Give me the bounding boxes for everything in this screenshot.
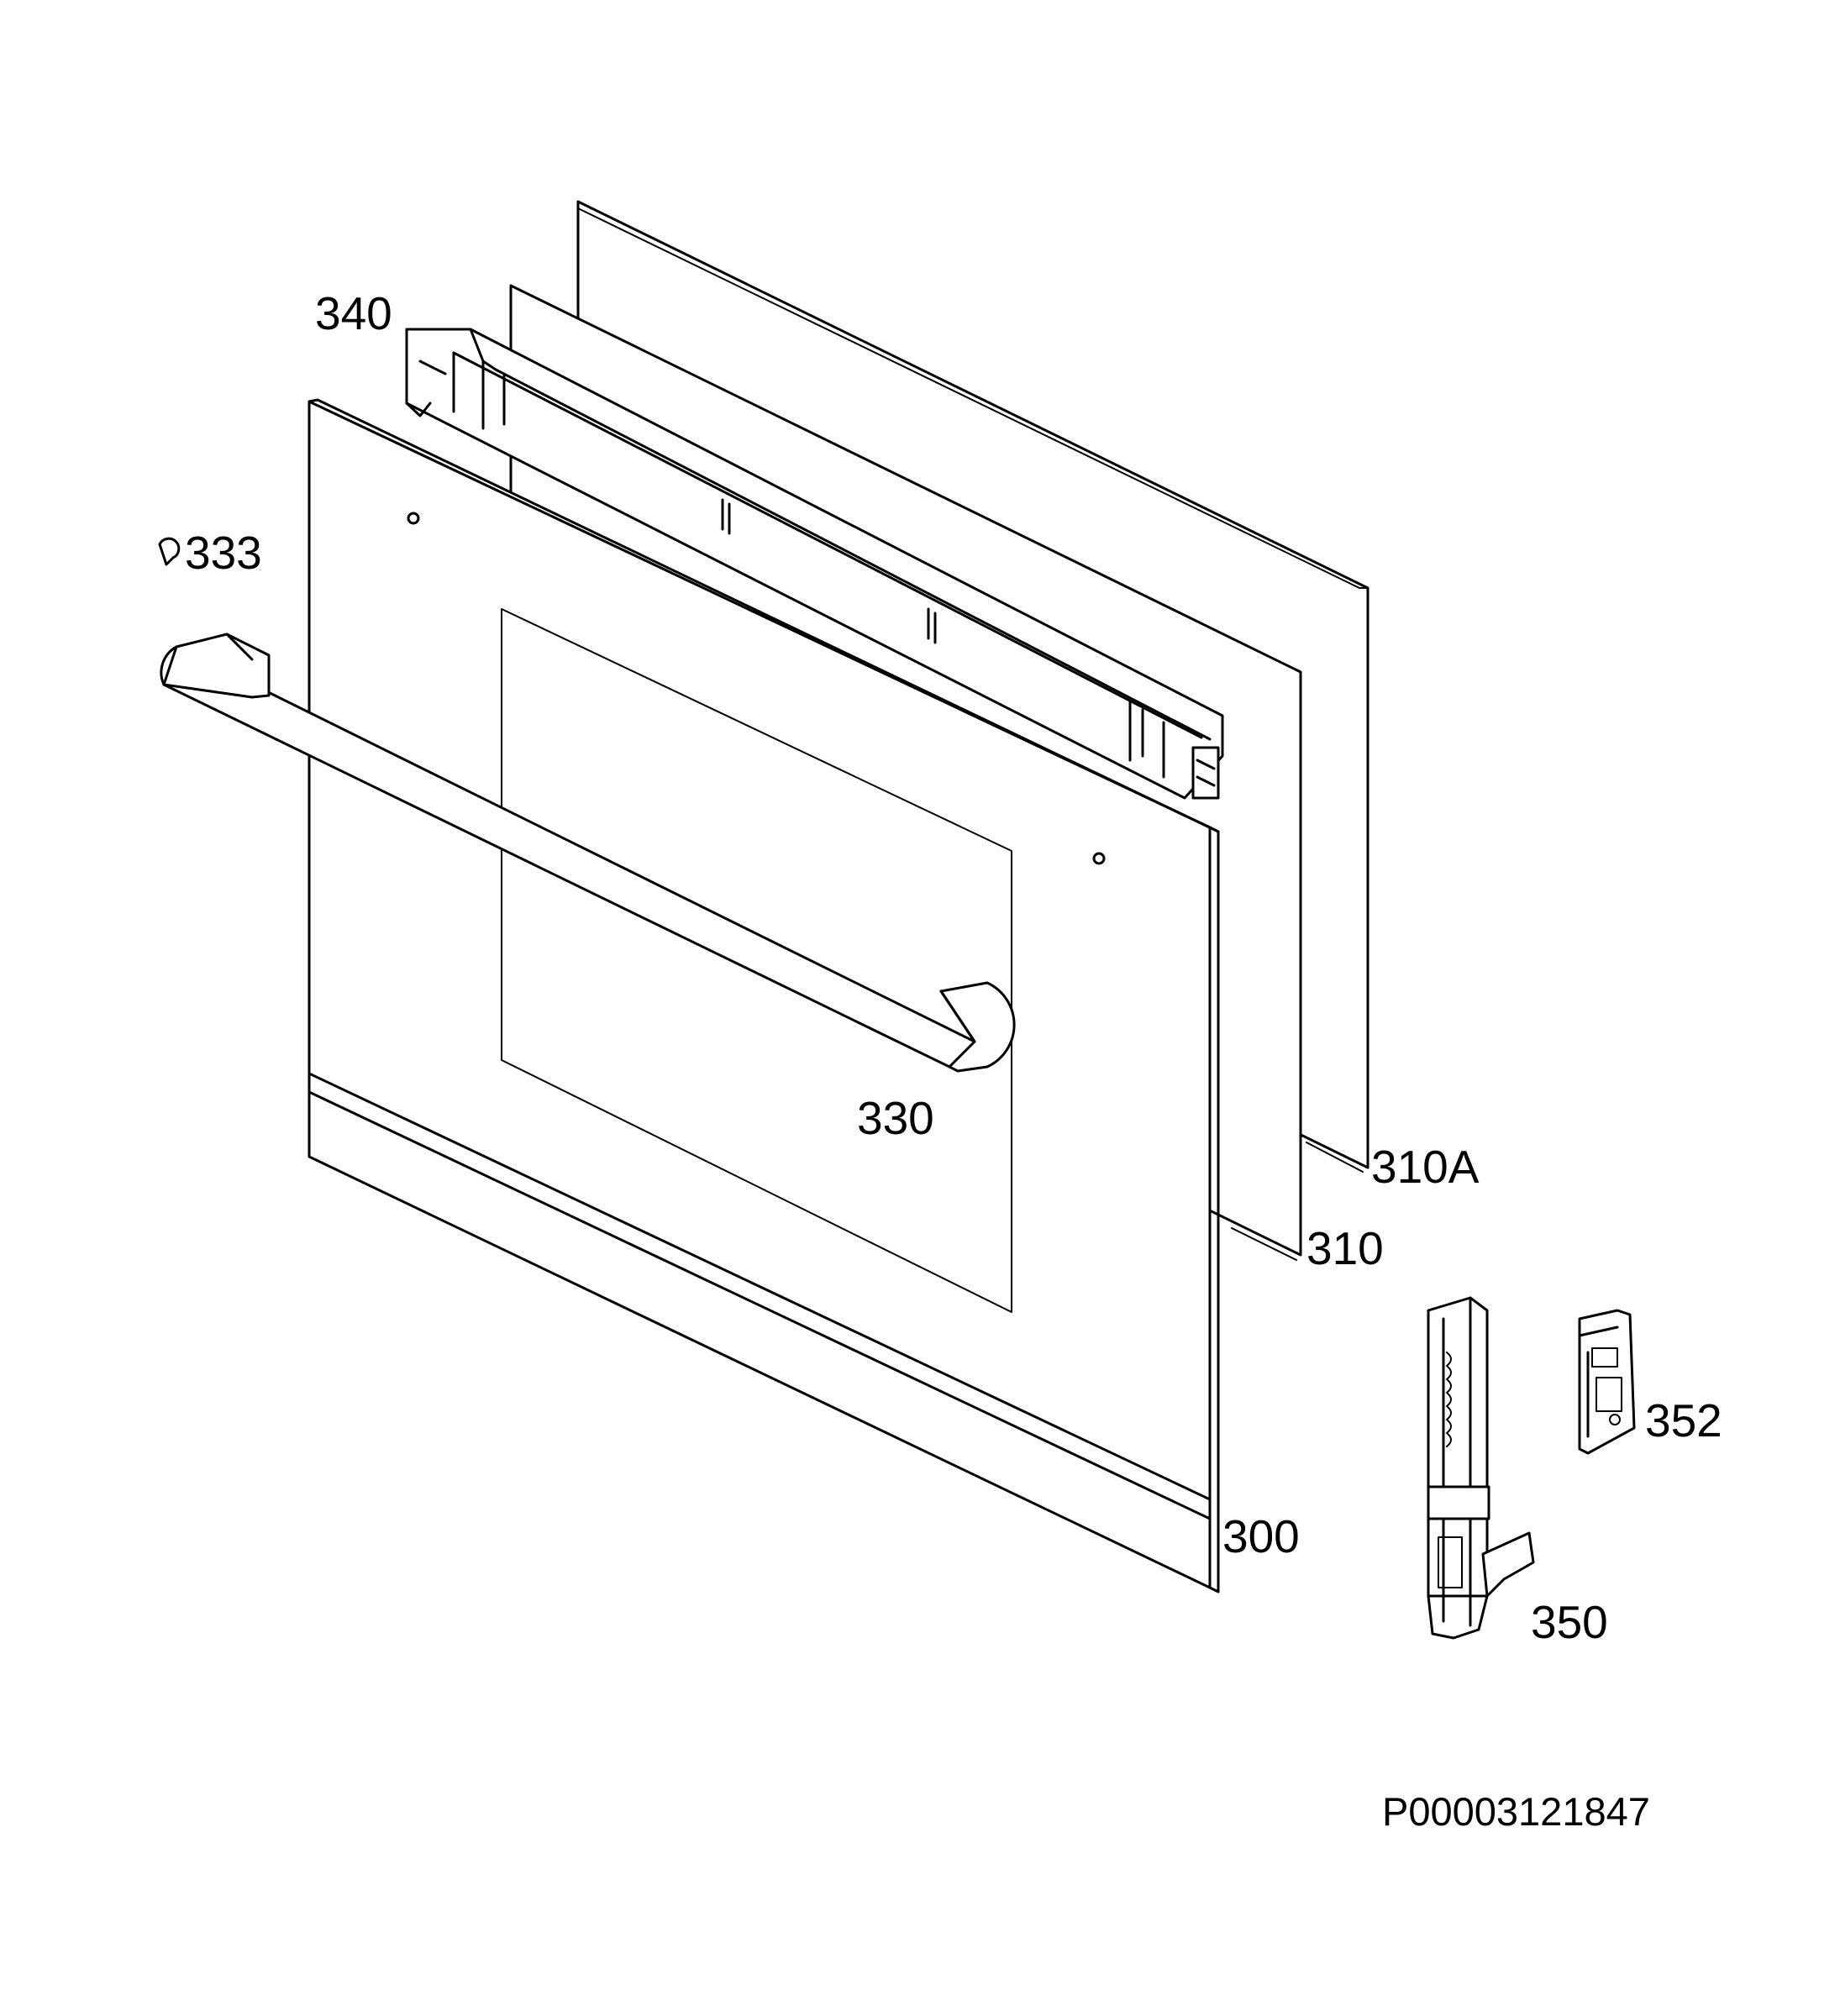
label-340: 340 xyxy=(315,287,392,339)
label-352: 352 xyxy=(1645,1394,1722,1446)
label-330: 330 xyxy=(857,1092,934,1144)
drawing-code: P00003121847 xyxy=(1382,1789,1650,1834)
part-352-hinge-bracket[interactable] xyxy=(1578,1309,1636,1455)
part-330-handle[interactable] xyxy=(160,633,1016,1073)
part-350-hinge[interactable] xyxy=(1427,1296,1535,1640)
label-310: 310 xyxy=(1306,1222,1384,1274)
part-300-front-panel[interactable] xyxy=(308,398,1220,1593)
part-333-screw[interactable] xyxy=(158,537,181,566)
label-300: 300 xyxy=(1222,1510,1300,1562)
label-310a: 310A xyxy=(1371,1141,1480,1193)
leader-310 xyxy=(1231,1227,1297,1261)
label-333: 333 xyxy=(185,527,262,579)
part-340-top-trim[interactable] xyxy=(405,328,1224,800)
leader-310a xyxy=(1306,1142,1364,1173)
label-350: 350 xyxy=(1531,1596,1608,1648)
